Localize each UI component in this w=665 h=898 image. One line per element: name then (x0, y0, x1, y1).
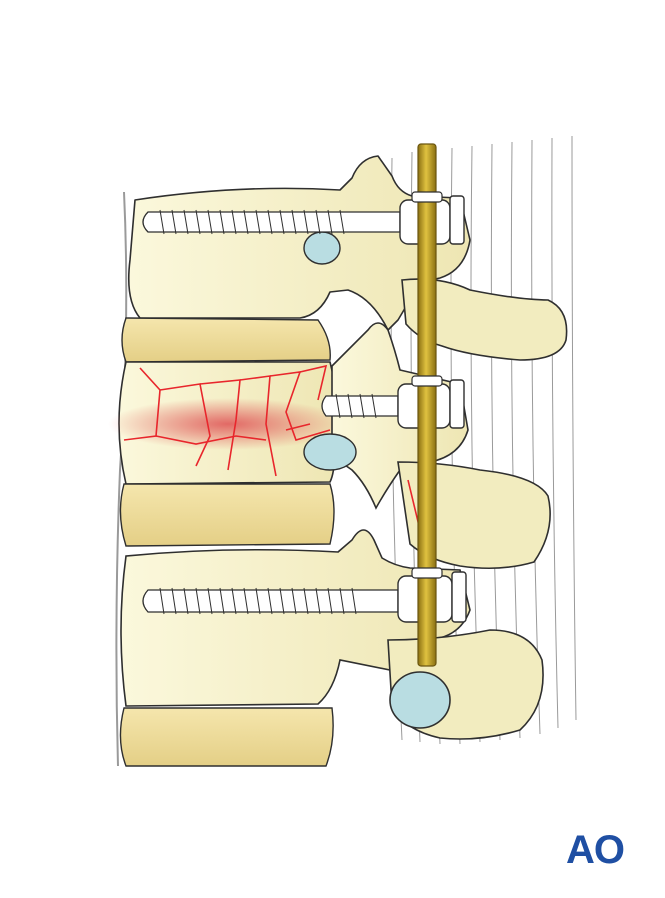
rod-clamps (411, 191, 443, 579)
anterior-ligament (115, 191, 128, 767)
fracture-lines (123, 364, 331, 477)
upper-facet (303, 231, 341, 265)
pedicle-screw-lower (142, 571, 467, 623)
lower-facet (389, 671, 451, 729)
fractured-vertebra (108, 361, 380, 485)
upper-disc (121, 317, 331, 363)
bottom-vertebra (119, 707, 334, 767)
upper-vertebra (127, 155, 568, 361)
longitudinal-rod (417, 143, 437, 667)
lower-disc (119, 483, 335, 547)
ao-logo-icon: AO (566, 828, 625, 872)
middle-facet (303, 433, 357, 471)
